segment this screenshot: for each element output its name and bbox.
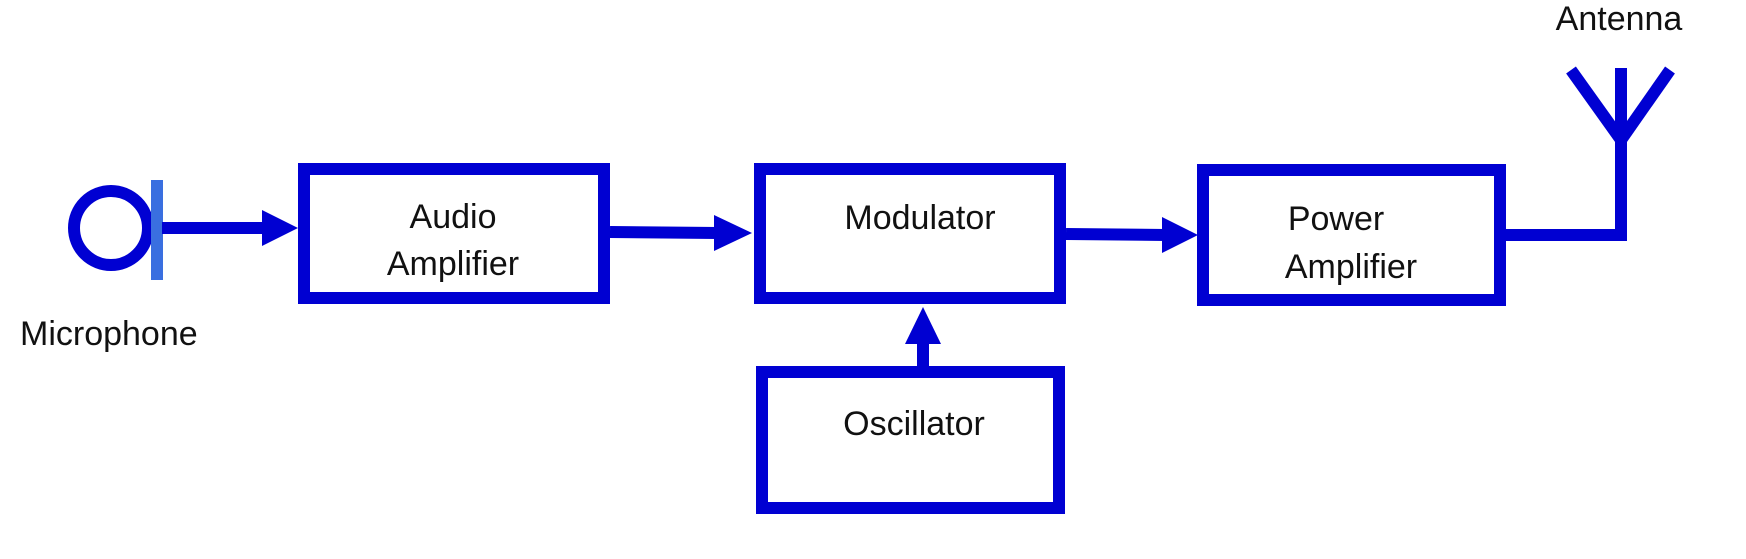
modulator-label: Modulator xyxy=(844,199,995,237)
microphone-label: Microphone xyxy=(20,315,198,353)
antenna-feed-line xyxy=(1506,135,1627,241)
microphone-icon xyxy=(68,180,163,280)
power-amplifier-block: Power Amplifier xyxy=(1197,164,1506,306)
arrow-audio-amplifier-to-modulator xyxy=(609,215,752,251)
arrow-mic-to-audio-amplifier xyxy=(162,210,298,246)
arrow-oscillator-to-modulator xyxy=(905,307,941,372)
audio-amplifier-block: Audio Amplifier xyxy=(298,163,610,304)
microphone-capsule xyxy=(68,185,154,271)
modulator-box xyxy=(754,163,1066,304)
oscillator-box xyxy=(756,366,1065,514)
power-amplifier-box xyxy=(1197,164,1506,306)
modulator-block: Modulator xyxy=(754,163,1066,304)
audio-amplifier-box xyxy=(298,163,610,304)
oscillator-label: Oscillator xyxy=(843,405,985,443)
arrow-modulator-to-power-amplifier xyxy=(1065,217,1198,253)
audio-amplifier-label-line1: Audio xyxy=(410,198,497,236)
antenna-icon xyxy=(1566,66,1675,144)
power-amplifier-label-line1: Power xyxy=(1288,200,1384,238)
antenna-label: Antenna xyxy=(1556,0,1683,38)
audio-amplifier-label-line2: Amplifier xyxy=(387,245,519,283)
power-amplifier-label-line2: Amplifier xyxy=(1285,248,1417,286)
oscillator-block: Oscillator xyxy=(756,366,1065,514)
